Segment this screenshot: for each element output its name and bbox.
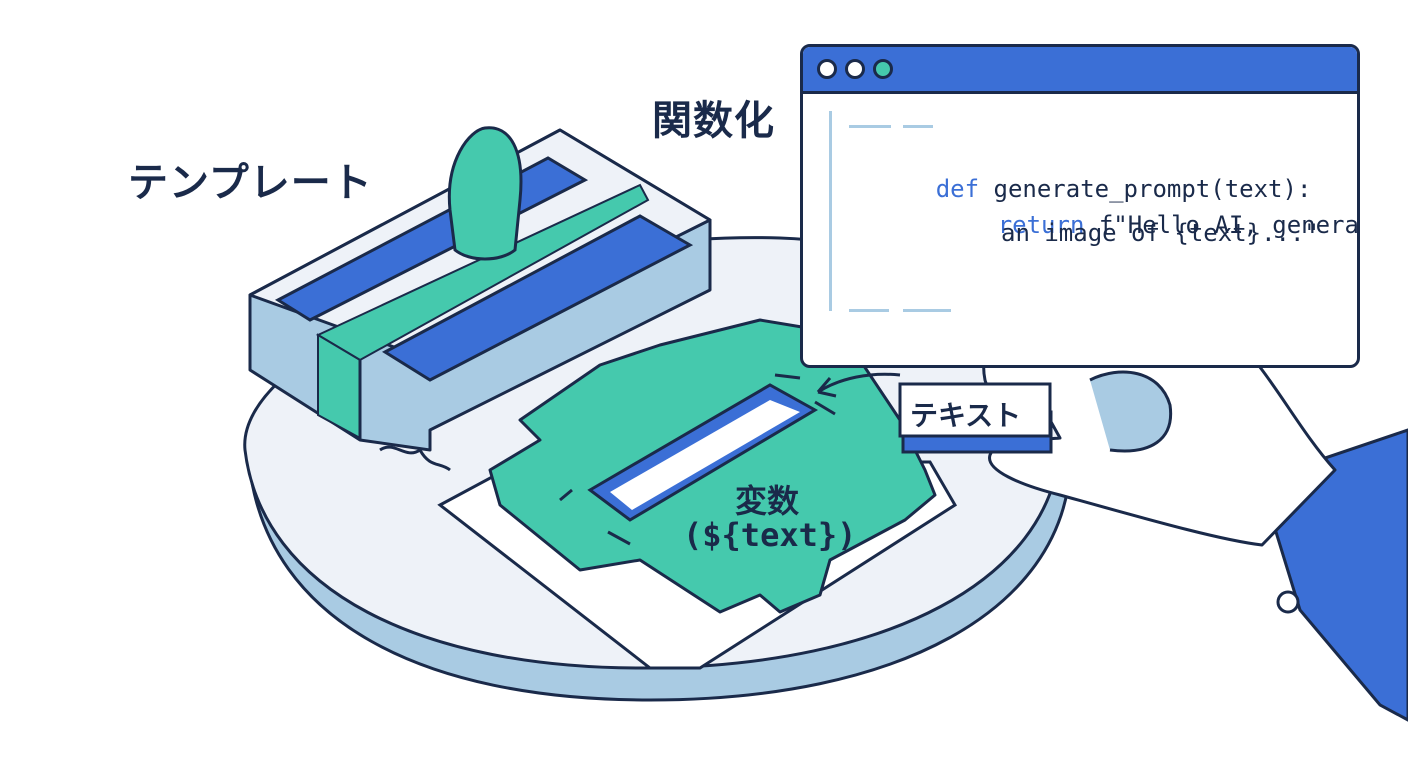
code-guide-line [849, 125, 891, 128]
code-keyword-def: def [935, 175, 980, 203]
text-card [898, 382, 1053, 454]
text-card-label: テキスト [910, 399, 1022, 432]
insert-arrow [817, 372, 901, 394]
code-line-1: def generate_prompt(text): [849, 147, 1312, 231]
window-titlebar [803, 47, 1357, 94]
code-line-2: return f"Hello AI, generate [911, 183, 1360, 267]
code-guide-line [903, 125, 933, 128]
code-guide-line [903, 309, 951, 312]
window-dot-icon [873, 59, 893, 79]
window-dot-icon [817, 59, 837, 79]
code-body: def generate_prompt(text): return f"Hell… [803, 91, 1357, 365]
code-text: f"Hello AI, generate [1084, 211, 1360, 239]
code-keyword-return: return [997, 211, 1085, 239]
window-dot-icon [845, 59, 865, 79]
code-window: def generate_prompt(text): return f"Hell… [800, 44, 1360, 368]
variable-label: 変数 [735, 482, 800, 520]
code-guide-line [849, 309, 889, 312]
label-function: 関数化 [652, 98, 775, 144]
template-press [248, 126, 712, 472]
code-line-3: an image of {text}..." [1001, 219, 1319, 247]
variable-code-label: (${text}) [683, 516, 857, 554]
label-template: テンプレート [128, 160, 373, 206]
code-guide-line [829, 111, 832, 311]
code-text: generate_prompt(text): [979, 175, 1312, 203]
hand-icon [982, 307, 1408, 722]
